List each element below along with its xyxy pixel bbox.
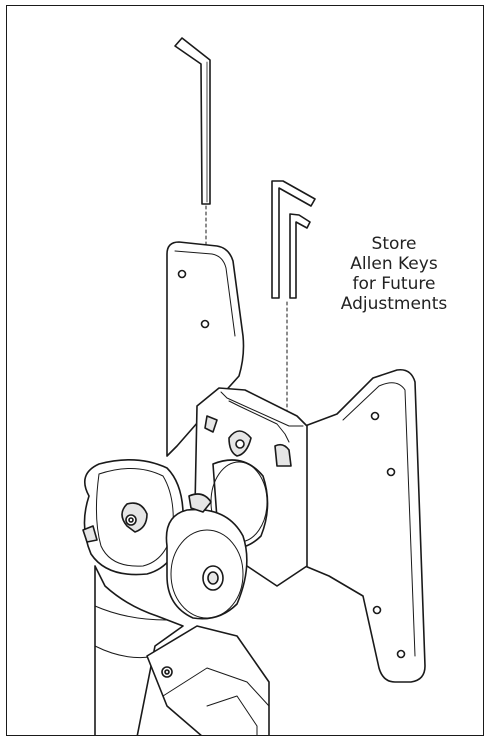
callout-line-1: Store [371,234,417,254]
callout-line-2: Allen Keys [350,254,438,274]
right-tension-knob [165,493,248,620]
storage-instruction-callout: Store Allen Keys for Future Adjustments [329,234,459,314]
arm-column [94,565,184,735]
callout-line-4: Adjustments [340,294,448,314]
diagram-frame: Store Allen Keys for Future Adjustments [6,5,484,736]
allen-key-icon [174,37,211,205]
left-tension-knob [82,459,184,576]
allen-key-icon [271,180,316,299]
right-mount-plate [304,368,426,683]
left-mount-plate [166,241,245,457]
mount-illustration [82,37,426,735]
arm-extension [146,625,270,735]
callout-line-3: for Future [352,274,436,294]
